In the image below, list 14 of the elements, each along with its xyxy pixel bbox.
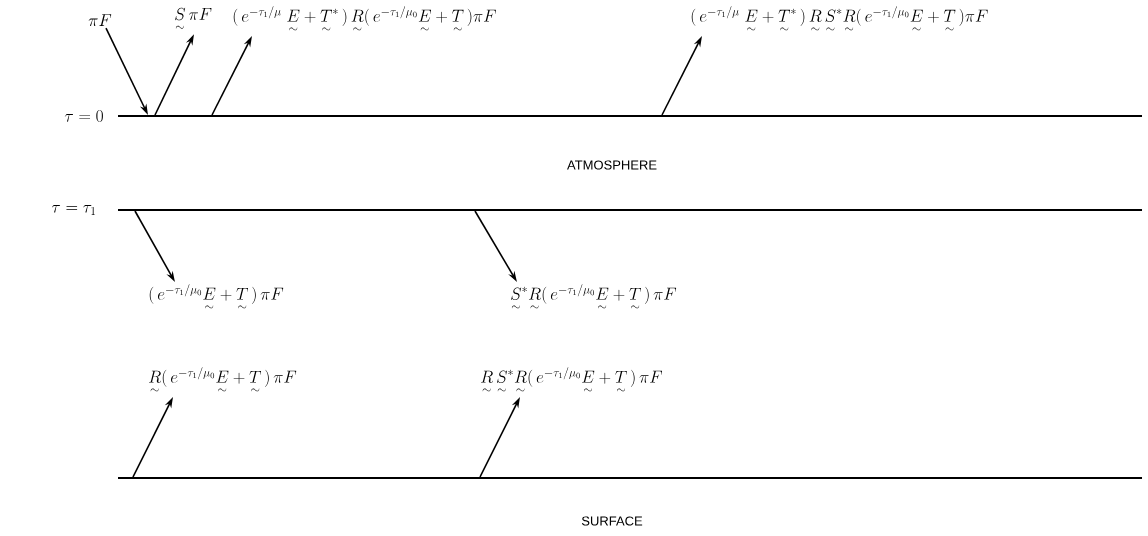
region-label: ATMOSPHERE bbox=[567, 160, 657, 170]
region-label: SURFACE bbox=[581, 516, 643, 526]
formula-label: $(\,e^{-\tau_1/\mu_0}\underset{\sim}{E}+\underset{\sim}{T}\,)\,\pi F$ bbox=[149, 284, 284, 309]
formula-label: $(\,e^{-\tau_1/\mu}\;\underset{\sim}{E}+\underset{\sim}{T}^{*}\,)\,\underset{\sim}{R}\,\underset{\sim}{S}^{*}\underset{\sim}{R}(\,e^{-\tau_1/\mu_0}\underset{\sim}{E}+\underset{\sim}{T}\,)\pi F$ bbox=[691, 6, 988, 31]
level-label: $\tau = 0$ bbox=[64, 110, 103, 122]
level-label: $\tau = \tau_1$ bbox=[51, 205, 96, 215]
formula-label: $\underset{\sim}{S}^{*}\underset{\sim}{R}(\,e^{-\tau_1/\mu_0}\underset{\sim}{E}+\underset{\sim}{T}\,)\,\pi F$ bbox=[511, 284, 677, 309]
formula-label: $\pi F$ bbox=[88, 14, 112, 27]
boundary-line bbox=[118, 477, 1142, 479]
formula-label: $\underset{\sim}{R}(\,e^{-\tau_1/\mu_0}\underset{\sim}{E}+\underset{\sim}{T}\,)\,\pi F$ bbox=[149, 367, 297, 392]
formula-label: $(\,e^{-\tau_1/\mu}\;\underset{\sim}{E}+\underset{\sim}{T}^{*}\,)\,\underset{\sim}{R}(\,e^{-\tau_1/\mu_0}\underset{\sim}{E}+\underset{\sim}{T}\,)\pi F$ bbox=[233, 6, 496, 31]
boundary-line bbox=[118, 209, 1142, 211]
formula-label: $\underset{\sim}{S}\,\pi F$ bbox=[175, 7, 212, 29]
formula-label: $\underset{\sim}{R}\,\underset{\sim}{S}^{*}\underset{\sim}{R}(\,e^{-\tau_1/\mu_0}\underset{\sim}{E}+\underset{\sim}{T}\,)\,\pi F$ bbox=[481, 367, 663, 392]
